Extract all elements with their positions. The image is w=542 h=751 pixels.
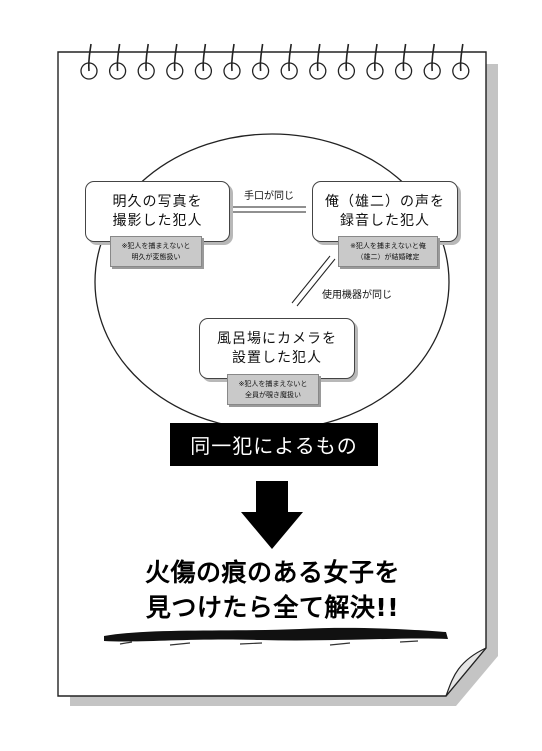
note-line: （雄二）が結婚確定 (356, 252, 420, 261)
spiral-binding-ring-icon (108, 43, 127, 80)
culprit-box-recorder: 俺（雄二）の声を 録音した犯人 (312, 181, 458, 242)
spiral-binding-ring-icon (366, 43, 384, 80)
spiral-binding-ring-icon (394, 43, 413, 80)
note-line: 全員が覗き魔扱い (245, 390, 301, 399)
box-line: 俺（雄二）の声を (325, 193, 445, 210)
note-line: ※犯人を捕まえないと (121, 241, 191, 250)
note-line: 明久が変態扱い (131, 252, 181, 261)
spiral-binding-ring-icon (137, 43, 155, 80)
spiral-binding-ring-icon (337, 43, 356, 80)
box-line: 録音した犯人 (340, 212, 430, 229)
brush-underline-icon (104, 627, 448, 642)
page-curl (445, 647, 487, 697)
spiral-binding-ring-icon (80, 43, 98, 80)
box-line: 明久の写真を (112, 193, 203, 210)
note-photo: ※犯人を捕まえないと 明久が変態扱い (110, 236, 202, 267)
conclusion-line: 火傷の痕のある女子を (144, 558, 400, 587)
spiral-binding-ring-icon (194, 43, 213, 80)
box-line: 撮影した犯人 (112, 212, 203, 229)
note-recorder: ※犯人を捕まえないと俺 （雄二）が結婚確定 (338, 236, 438, 267)
culprit-box-photo: 明久の写真を 撮影した犯人 (85, 181, 230, 242)
same-hand-link (228, 206, 306, 213)
note-bath: ※犯人を捕まえないと 全員が覗き魔扱い (227, 374, 319, 405)
box-line: 風呂場にカメラを (217, 330, 337, 347)
same-culprit-banner: 同一犯によるもの (170, 423, 378, 466)
down-arrow-icon (241, 481, 303, 549)
spiral-binding-ring-icon (166, 43, 184, 80)
same-hand-label: 手口が同じ (244, 191, 294, 202)
note-line: ※犯人を捕まえないと (238, 379, 308, 388)
culprit-box-bath: 風呂場にカメラを 設置した犯人 (199, 318, 355, 379)
same-device-link (291, 255, 336, 307)
same-device-label: 使用機器が同じ (322, 290, 392, 301)
spiral-binding-ring-icon (309, 43, 327, 80)
spiral-binding-ring-icon (251, 43, 270, 80)
spiral-binding-ring-icon (280, 43, 298, 80)
conclusion-line: 見つけたら全て解決!! (145, 593, 400, 622)
box-line: 設置した犯人 (232, 349, 322, 366)
spiral-binding (80, 43, 470, 80)
spiral-binding-ring-icon (452, 43, 470, 80)
note-line: ※犯人を捕まえないと俺 (350, 241, 426, 250)
spiral-binding-ring-icon (423, 43, 441, 80)
spiral-binding-ring-icon (223, 43, 241, 80)
conclusion-text: 火傷の痕のある女子を 見つけたら全て解決!! (80, 555, 465, 625)
